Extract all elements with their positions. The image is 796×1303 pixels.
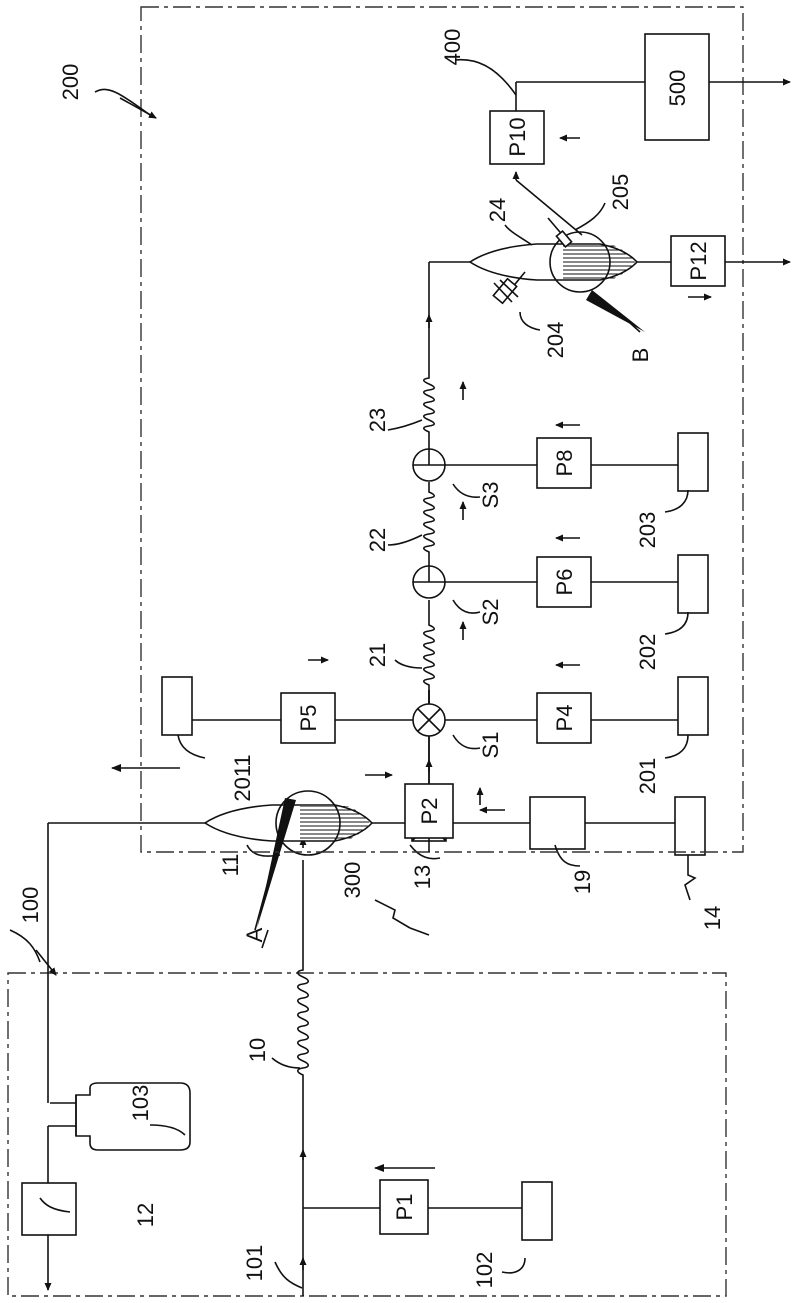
pump-P1-label: P1 [392,1194,417,1221]
label-23: 23 [365,408,390,432]
label-200: 200 [58,64,83,101]
label-14: 14 [700,906,725,930]
label-S1: S1 [478,732,503,759]
label-103: 103 [128,1085,153,1122]
label-22: 22 [365,528,390,552]
label-19: 19 [570,870,595,894]
label-100: 100 [18,887,43,924]
system-200 [95,7,790,852]
label-12: 12 [133,1203,158,1227]
label-P5: P5 [296,705,321,732]
sensor-204 [493,279,516,304]
label-2011: 2011 [230,754,255,801]
coil-22 [424,482,435,566]
label-202: 202 [635,634,660,671]
label-S3: S3 [478,482,503,509]
tank-14 [675,797,705,855]
label-500: 500 [665,70,690,107]
tank-201 [678,677,708,735]
label-400: 400 [440,29,465,66]
label-P6: P6 [552,569,577,596]
separator-24-liquid [563,245,613,279]
label-B: B [628,348,653,363]
label-13: 13 [410,865,435,889]
tank-102 [522,1182,552,1240]
label-203: 203 [635,512,660,549]
label-P10: P10 [505,117,530,156]
label-S2: S2 [478,599,503,626]
label-21: 21 [365,643,390,667]
unit-19 [530,797,585,849]
label-11: 11 [218,854,243,877]
label-300: 300 [340,862,365,899]
label-P2: P2 [417,798,442,825]
system-100: P1 [8,690,726,1296]
label-102: 102 [472,1252,497,1289]
tank-202 [678,555,708,613]
label-P8: P8 [552,450,577,477]
label-P12: P12 [686,241,711,280]
label-24: 24 [485,198,510,222]
tank-203 [678,433,708,491]
label-10: 10 [245,1038,270,1062]
label-204: 204 [543,322,568,359]
coil-23 [424,370,435,449]
unit-12 [22,1183,76,1235]
label-101: 101 [242,1245,267,1282]
coil-21 [424,600,435,704]
label-205: 205 [608,174,633,211]
label-P4: P4 [552,705,577,732]
tank-2011 [162,677,192,735]
label-201: 201 [635,758,660,795]
coil-10 [298,860,309,1095]
label-A: A [242,927,267,942]
